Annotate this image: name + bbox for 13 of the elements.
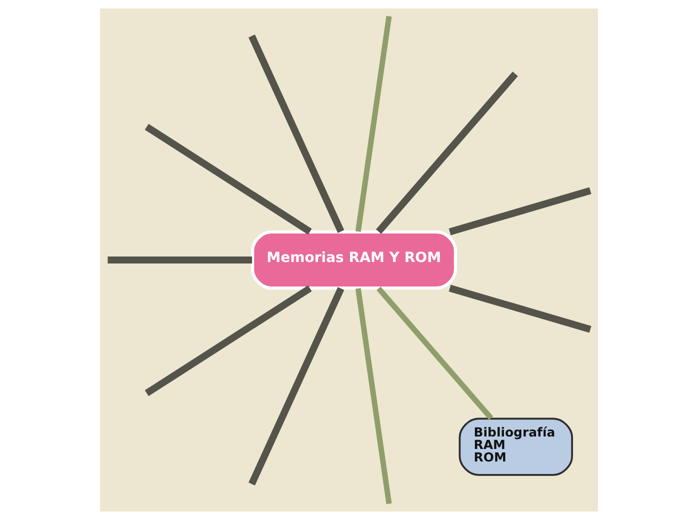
connector	[144, 285, 312, 396]
connector	[376, 286, 493, 420]
connector	[354, 16, 392, 232]
connector	[107, 256, 252, 264]
connector	[354, 288, 392, 504]
connector	[448, 284, 591, 333]
connector	[248, 287, 344, 486]
node-box: Bibliografía RAM ROM	[458, 418, 573, 476]
connector	[248, 34, 344, 233]
node-box: Memorias RAM Y ROM	[250, 230, 456, 290]
connector	[375, 72, 518, 234]
connector	[144, 124, 312, 235]
connector	[448, 187, 591, 236]
